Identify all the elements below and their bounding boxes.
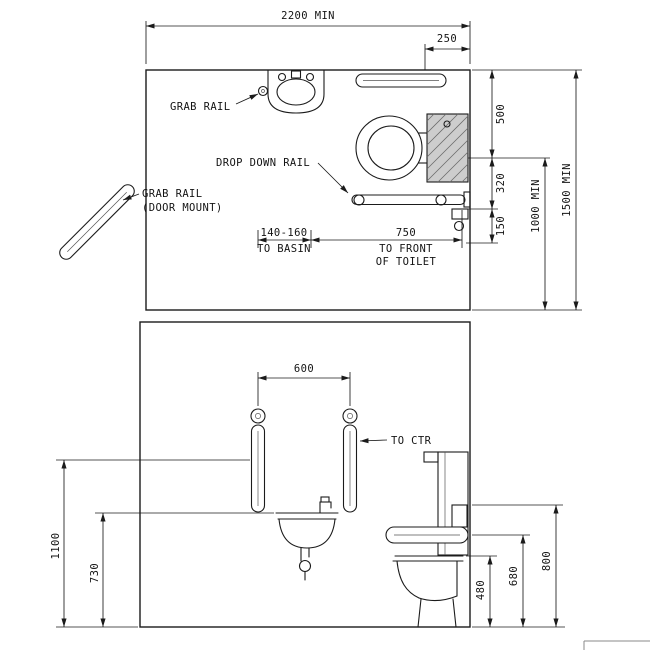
dim-1500-min: 1500 MIN xyxy=(472,70,582,311)
dim-730: 730 xyxy=(89,512,274,627)
dim-2200: 2200 MIN xyxy=(145,10,471,64)
label-to-ctr: TO CTR xyxy=(359,435,432,447)
dim-680: 680 xyxy=(472,534,530,627)
elevation-view: 600 TO CTR xyxy=(50,321,565,628)
vertical-grab-rail-left xyxy=(250,408,266,513)
dim-480: 480 xyxy=(466,555,565,628)
dim-basin-label-text: TO BASIN xyxy=(257,243,311,255)
dim-320-text: 320 xyxy=(495,173,507,193)
dim-basin-value-text: 140-160 xyxy=(260,227,307,239)
drop-down-rail-elevation xyxy=(385,504,469,544)
dim-600: 600 xyxy=(257,363,351,406)
dim-150: 150 xyxy=(466,209,507,244)
dim-1100: 1100 xyxy=(50,459,250,628)
label-drop-down-rail: DROP DOWN RAIL xyxy=(216,157,349,194)
toilet-roll-holder-plan xyxy=(451,208,469,232)
label-door-grab-rail-line2: (DOOR MOUNT) xyxy=(142,202,223,214)
plan-view: 2200 MIN 250 500 320 150 1000 MIN xyxy=(59,10,582,311)
dim-1000-min: 1000 MIN xyxy=(530,158,548,310)
dim-1100-text: 1100 xyxy=(50,533,62,560)
dim-250-text: 250 xyxy=(437,33,457,45)
label-door-grab-rail-line1: GRAB RAIL xyxy=(142,188,203,200)
elevation-room-outline xyxy=(139,321,471,628)
dim-1500-text: 1500 MIN xyxy=(561,163,573,217)
sheet-border-fragment xyxy=(583,640,650,650)
dim-2200-text: 2200 MIN xyxy=(281,10,335,22)
drop-down-rail-plan xyxy=(351,191,471,208)
dim-480-text: 480 xyxy=(475,580,487,600)
dim-600-text: 600 xyxy=(294,363,314,375)
dim-680-text: 680 xyxy=(508,566,520,586)
label-drop-down-rail-text: DROP DOWN RAIL xyxy=(216,157,310,169)
label-to-ctr-text: TO CTR xyxy=(391,435,432,447)
label-door-grab-rail: GRAB RAIL (DOOR MOUNT) xyxy=(122,188,223,214)
dim-500-text: 500 xyxy=(495,104,507,124)
label-grab-rail: GRAB RAIL xyxy=(170,93,259,113)
toilet-elevation xyxy=(392,451,469,628)
dim-toilet-value-text: 750 xyxy=(396,227,416,239)
dim-320: 320 xyxy=(466,158,507,210)
plan-room-outline xyxy=(145,69,471,311)
dim-150-text: 150 xyxy=(495,216,507,236)
grab-rail-plan xyxy=(355,73,447,88)
dim-toilet-label-line1: TO FRONT xyxy=(379,243,433,255)
dim-250: 250 xyxy=(424,33,470,70)
dim-800: 800 xyxy=(472,504,563,627)
toilet-plan xyxy=(355,113,469,183)
dim-1000-text: 1000 MIN xyxy=(530,179,542,233)
dim-500: 500 xyxy=(468,69,582,159)
dim-basin-offset: 140-160 TO BASIN xyxy=(257,227,312,255)
dim-800-text: 800 xyxy=(541,551,553,571)
cistern-hatch xyxy=(426,113,469,183)
label-grab-rail-text: GRAB RAIL xyxy=(170,101,231,113)
dim-toilet-label-line2: OF TOILET xyxy=(376,256,437,268)
basin-plan xyxy=(267,69,325,114)
dim-730-text: 730 xyxy=(89,563,101,583)
basin-elevation xyxy=(275,496,339,581)
door-grab-rail-plan xyxy=(59,184,135,260)
dim-toilet-offset: 750 TO FRONT OF TOILET xyxy=(311,210,463,268)
vertical-grab-rail-right xyxy=(342,408,358,513)
grab-rail-flange-plan xyxy=(257,85,269,97)
